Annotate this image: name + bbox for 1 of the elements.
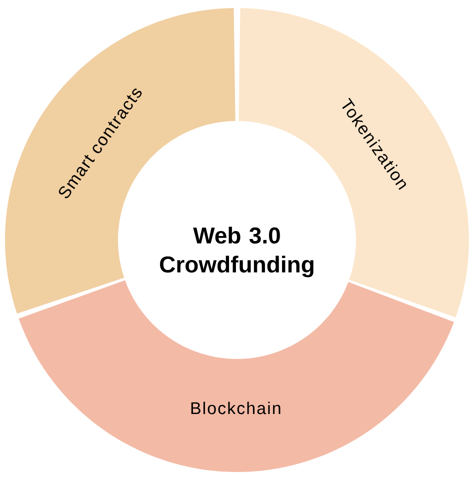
ring-segment: Blockchain xyxy=(18,280,454,472)
